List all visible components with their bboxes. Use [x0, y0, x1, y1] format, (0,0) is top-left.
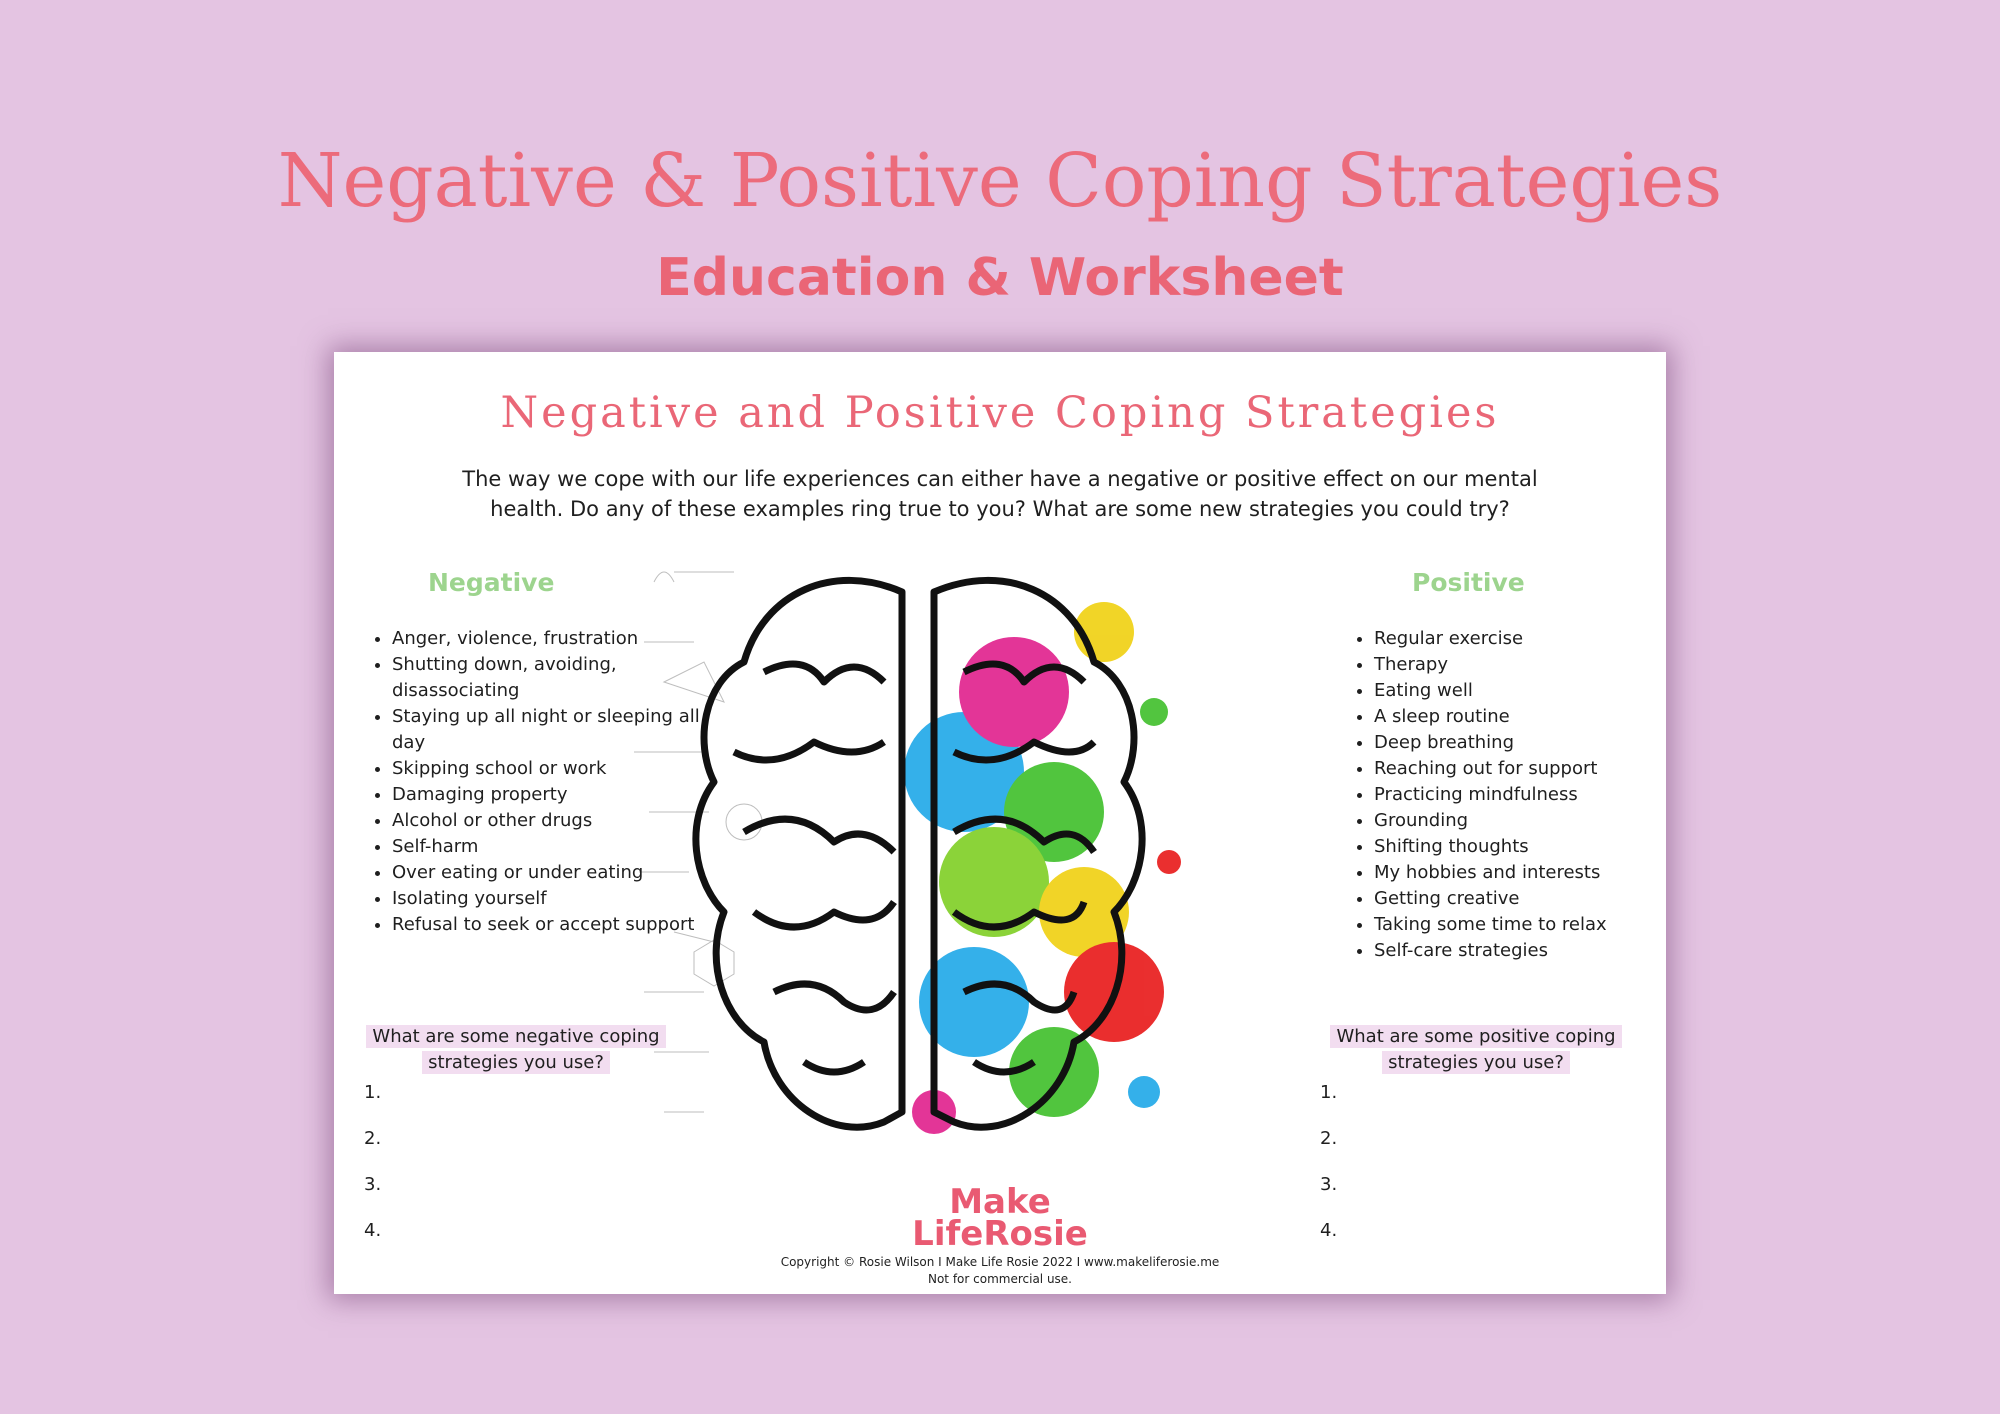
list-item: My hobbies and interests [1374, 860, 1674, 886]
intro-line-1: The way we cope with our life experience… [462, 467, 1538, 491]
negative-answer-lines: 1. 2. 3. 4. [364, 1082, 624, 1266]
answer-line-number[interactable]: 1. [364, 1082, 382, 1103]
positive-heading: Positive [1412, 568, 1525, 597]
answer-line-number[interactable]: 3. [364, 1174, 382, 1195]
positive-prompt: What are some positive coping strategies… [1314, 1024, 1638, 1076]
copyright-footer: Copyright © Rosie Wilson I Make Life Ros… [334, 1254, 1666, 1288]
list-item: Anger, violence, frustration [392, 626, 702, 652]
list-item: Grounding [1374, 808, 1674, 834]
list-item: Self-harm [392, 834, 702, 860]
list-item: Staying up all night or sleeping all day [392, 704, 702, 756]
page-subtitle: Education & Worksheet [656, 248, 1344, 308]
positive-list: Regular exercise Therapy Eating well A s… [1346, 626, 1674, 964]
worksheet-intro: The way we cope with our life experience… [434, 464, 1566, 524]
negative-prompt-line-2: strategies you use? [422, 1051, 610, 1074]
negative-prompt-line-1: What are some negative coping [366, 1025, 666, 1048]
list-item: Regular exercise [1374, 626, 1674, 652]
list-item: Shutting down, avoiding, disassociating [392, 652, 702, 704]
answer-line-number[interactable]: 2. [1320, 1128, 1338, 1149]
list-item: Taking some time to relax [1374, 912, 1674, 938]
list-item: Alcohol or other drugs [392, 808, 702, 834]
intro-line-2: health. Do any of these examples ring tr… [490, 497, 1510, 521]
commercial-note: Not for commercial use. [927, 1272, 1072, 1286]
brain-outline [692, 576, 1146, 1131]
list-item: Self-care strategies [1374, 938, 1674, 964]
logo-line-2: LifeRosie [912, 1214, 1088, 1254]
make-life-rosie-logo: Make LifeRosie [900, 1182, 1100, 1254]
list-item: Practicing mindfulness [1374, 782, 1674, 808]
list-item: Getting creative [1374, 886, 1674, 912]
list-item: Eating well [1374, 678, 1674, 704]
list-item: Deep breathing [1374, 730, 1674, 756]
list-item: Refusal to seek or accept support [392, 912, 702, 938]
negative-heading: Negative [428, 568, 555, 597]
list-item: Over eating or under eating [392, 860, 702, 886]
list-item: Isolating yourself [392, 886, 702, 912]
list-item: A sleep routine [1374, 704, 1674, 730]
worksheet: Negative and Positive Coping Strategies … [334, 352, 1666, 1294]
positive-prompt-line-2: strategies you use? [1382, 1051, 1570, 1074]
list-item: Shifting thoughts [1374, 834, 1674, 860]
answer-line-number[interactable]: 4. [364, 1220, 382, 1241]
negative-prompt: What are some negative coping strategies… [354, 1024, 678, 1076]
answer-line-number[interactable]: 2. [364, 1128, 382, 1149]
positive-answer-lines: 1. 2. 3. 4. [1320, 1082, 1580, 1266]
brain-illustration-icon [634, 571, 1181, 1134]
list-item: Damaging property [392, 782, 702, 808]
worksheet-title: Negative and Positive Coping Strategies [500, 388, 1500, 438]
logo-line-1: Make [949, 1182, 1051, 1222]
answer-line-number[interactable]: 4. [1320, 1220, 1338, 1241]
copyright-text: Copyright © Rosie Wilson I Make Life Ros… [780, 1255, 1220, 1269]
answer-line-number[interactable]: 3. [1320, 1174, 1338, 1195]
answer-line-number[interactable]: 1. [1320, 1082, 1338, 1103]
list-item: Therapy [1374, 652, 1674, 678]
negative-list: Anger, violence, frustration Shutting do… [364, 626, 702, 938]
list-item: Reaching out for support [1374, 756, 1674, 782]
positive-prompt-line-1: What are some positive coping [1330, 1025, 1622, 1048]
page-title: Negative & Positive Coping Strategies [277, 138, 1723, 224]
list-item: Skipping school or work [392, 756, 702, 782]
